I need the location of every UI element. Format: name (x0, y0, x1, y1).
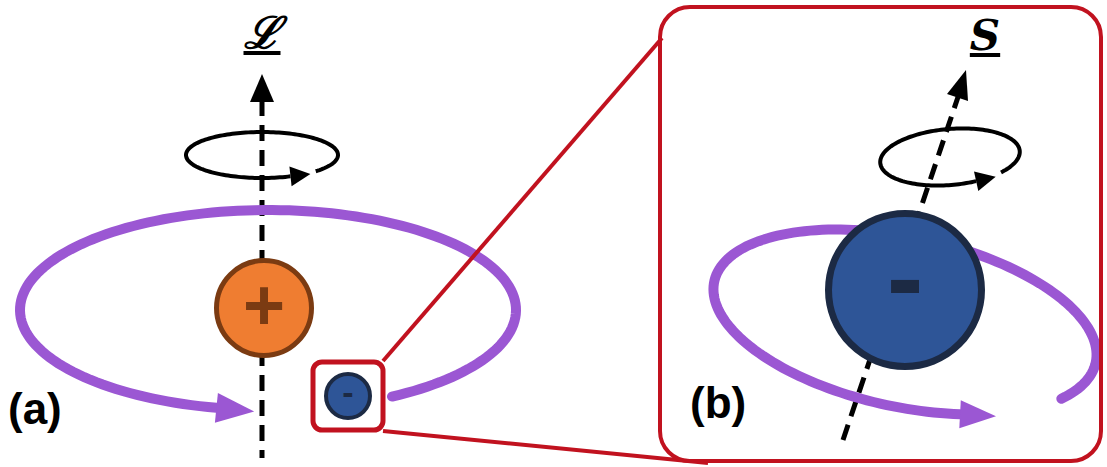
circle-shape (217, 261, 312, 356)
rotation-arrowhead (289, 166, 310, 186)
circle-shape (326, 374, 370, 418)
orbit-arrowhead (215, 393, 254, 423)
zoom-panel: (b)- (658, 5, 1103, 463)
zoom-box (313, 362, 383, 430)
panel-label: (b) (690, 381, 1107, 425)
axis-arrowhead (250, 74, 274, 102)
nucleus-circle: + (214, 258, 314, 358)
rotation-arrow (186, 132, 338, 178)
charge-sign: - (342, 375, 353, 409)
orbit-arrowhead (959, 400, 996, 428)
vector-symbol: ℒ (244, 8, 281, 59)
zoom-line (383, 38, 662, 361)
orbit-path (20, 210, 516, 408)
rotation-arrow (880, 128, 1020, 185)
vector-symbol: S (970, 12, 1000, 60)
panel-label: (a) (8, 384, 62, 435)
axis-arrowhead (947, 70, 968, 101)
electron-circle: - (825, 210, 985, 370)
charge-sign: + (243, 269, 285, 341)
charge-sign: - (887, 222, 924, 332)
circle-shape (829, 214, 982, 367)
electron-circle: - (324, 372, 372, 420)
rotation-arrowhead (974, 171, 996, 191)
